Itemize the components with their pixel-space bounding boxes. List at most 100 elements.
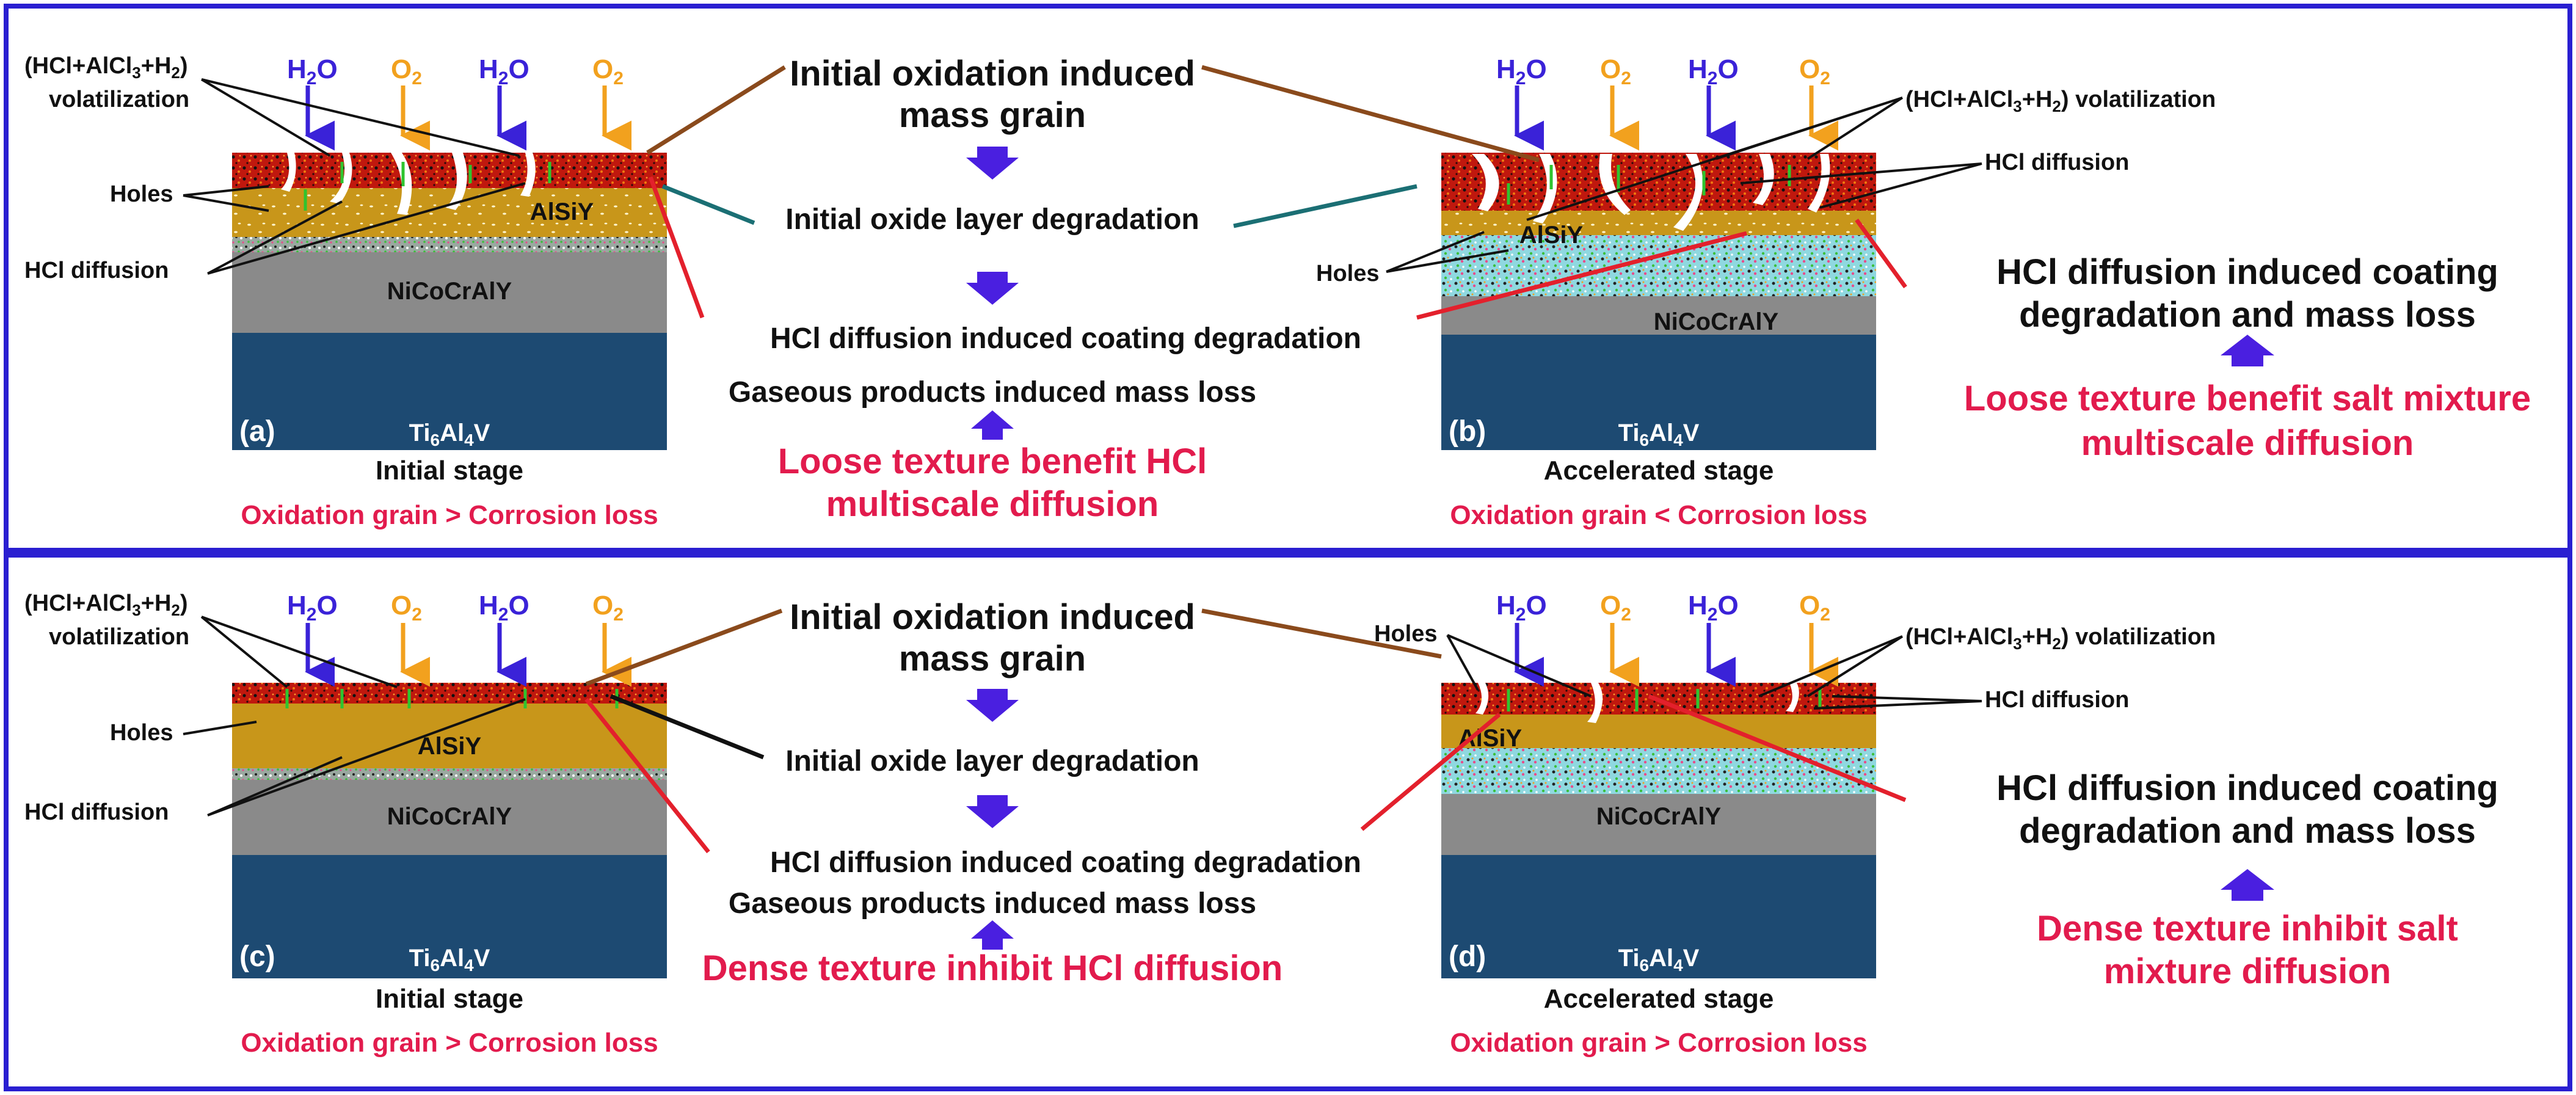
substrate-label: Ti6Al4V	[1618, 945, 1700, 975]
panel-id-a: (a)	[239, 415, 275, 448]
hcl-diffusion-label: HCl diffusion	[1985, 687, 2129, 713]
mechanism-step3: HCl diffusion induced coating degradatio…	[770, 846, 1361, 879]
bond-top-band	[232, 766, 667, 780]
right-texture2: multiscale diffusion	[2081, 423, 2414, 463]
bond-coat-layer	[232, 244, 667, 333]
volatilization-formula: (HCl+AlCl3+H2) volatilization	[1905, 87, 2216, 115]
substrate-layer	[232, 855, 667, 978]
panel-id-d: (d)	[1449, 940, 1486, 973]
holes-label: Holes	[110, 181, 173, 207]
hcl-arrows	[1507, 689, 1822, 711]
water-label: H2O	[287, 591, 338, 625]
panel-a	[232, 153, 667, 450]
panel-id-c: (c)	[239, 940, 275, 973]
flow-arrows	[966, 147, 2274, 950]
coating-layer	[232, 183, 667, 237]
holes-label: Holes	[1374, 621, 1437, 647]
texture-line2: multiscale diffusion	[826, 484, 1159, 524]
bond-label: NiCoCrAlY	[387, 278, 512, 305]
water-label: H2O	[1496, 54, 1547, 89]
gas-labels: H2O O2 H2O O2 H2O O2 H2O O2 H2O O2 H2O O…	[287, 54, 1830, 625]
bond-top-band	[232, 235, 667, 252]
substrate-label: Ti6Al4V	[409, 945, 490, 975]
mechanism-step2: Initial oxide layer degradation	[785, 745, 1199, 777]
mixture-zone	[1441, 742, 1876, 794]
mechanism-step4: Gaseous products induced mass loss	[729, 887, 1256, 920]
coating-label: AlSiY	[418, 733, 482, 760]
panel-d	[1441, 683, 1876, 978]
annotations-right: (HCl+AlCl3+H2) volatilization HCl diffus…	[1316, 87, 2216, 713]
mechanism-step2: Initial oxide layer degradation	[785, 203, 1199, 236]
oxygen-label: O2	[1600, 591, 1631, 625]
texture-line1: Dense texture inhibit HCl diffusion	[702, 948, 1283, 988]
oxide-layer	[1441, 153, 1876, 211]
bond-label: NiCoCrAlY	[387, 803, 512, 830]
hcl-arrows	[304, 162, 551, 211]
oxygen-label: O2	[391, 54, 422, 89]
holes-label: Holes	[110, 720, 173, 746]
oxide-layer	[232, 153, 667, 188]
volatilization-formula: (HCl+AlCl3+H2)	[24, 591, 188, 619]
coating-label: AlSiY	[530, 198, 594, 225]
mechanism-line2: mass grain	[899, 95, 1086, 135]
oxygen-label: O2	[1600, 54, 1631, 89]
mechanism-line1: Initial oxidation induced	[790, 54, 1195, 93]
layer-labels: AlSiY NiCoCrAlY Ti6Al4V AlSiY NiCoCrAlY …	[387, 198, 1779, 975]
hcl-diffusion-label: HCl diffusion	[24, 258, 169, 283]
water-label: H2O	[1496, 591, 1547, 625]
stage-label: Accelerated stage	[1544, 456, 1774, 486]
water-label: H2O	[1688, 591, 1739, 625]
bond-coat-layer	[1441, 791, 1876, 855]
mixture-zone	[1441, 229, 1876, 296]
panel-b	[1441, 153, 1876, 450]
connector-lines	[584, 65, 1907, 854]
right-texture2: mixture diffusion	[2104, 951, 2391, 991]
stage-label: Accelerated stage	[1544, 984, 1774, 1014]
water-label: H2O	[479, 54, 529, 89]
annotation-leaders-left	[183, 78, 526, 817]
relation-label: Oxidation grain > Corrosion loss	[241, 1028, 658, 1058]
right-step1: HCl diffusion induced coating	[1996, 768, 2498, 808]
top-frame	[4, 4, 2572, 553]
bond-label: NiCoCrAlY	[1654, 308, 1779, 335]
oxygen-label: O2	[1799, 54, 1830, 89]
substrate-label: Ti6Al4V	[1618, 420, 1700, 449]
right-step1: HCl diffusion induced coating	[1996, 252, 2498, 292]
relation-label: Oxidation grain < Corrosion loss	[1450, 500, 1867, 530]
substrate-layer	[232, 333, 667, 450]
coating-layer	[1441, 711, 1876, 748]
substrate-layer	[1441, 855, 1876, 978]
bond-label: NiCoCrAlY	[1596, 803, 1722, 830]
annotation-leaders-right	[1386, 96, 1982, 710]
right-step2: degradation and mass loss	[2019, 811, 2476, 851]
right-texture1: Loose texture benefit salt mixture	[1964, 379, 2531, 418]
coating-label: AlSiY	[1519, 222, 1584, 249]
oxygen-label: O2	[1799, 591, 1830, 625]
oxygen-label: O2	[592, 54, 624, 89]
crack-channels	[281, 153, 536, 215]
right-step2: degradation and mass loss	[2019, 295, 2476, 335]
panel-id-b: (b)	[1449, 415, 1486, 448]
mechanism-top: Initial oxidation induced mass grain Ini…	[729, 54, 2531, 524]
stage-captions: Initial stage Oxidation grain > Corrosio…	[241, 456, 1867, 1058]
volatilization-label: volatilization	[49, 87, 189, 112]
hcl-diffusion-label: HCl diffusion	[1985, 150, 2129, 175]
holes-label: Holes	[1316, 261, 1379, 286]
hcl-diffusion-label: HCl diffusion	[24, 799, 169, 825]
mechanism-step4: Gaseous products induced mass loss	[729, 376, 1256, 409]
mechanism-line1: Initial oxidation induced	[790, 597, 1195, 637]
oxygen-label: O2	[391, 591, 422, 625]
relation-label: Oxidation grain > Corrosion loss	[241, 500, 658, 530]
annotations-left: (HCl+AlCl3+H2) volatilization Holes HCl …	[24, 53, 189, 825]
water-label: H2O	[287, 54, 338, 89]
stage-label: Initial stage	[376, 456, 523, 486]
coating-layer	[232, 702, 667, 768]
substrate-layer	[1441, 333, 1876, 450]
panel-ids: (a) (b) (c) (d)	[239, 415, 1486, 973]
substrate-label: Ti6Al4V	[409, 420, 490, 449]
volatilization-label: volatilization	[49, 624, 189, 650]
mechanism-step3: HCl diffusion induced coating degradatio…	[770, 322, 1361, 355]
panel-c	[232, 683, 667, 978]
relation-label: Oxidation grain > Corrosion loss	[1450, 1028, 1867, 1058]
